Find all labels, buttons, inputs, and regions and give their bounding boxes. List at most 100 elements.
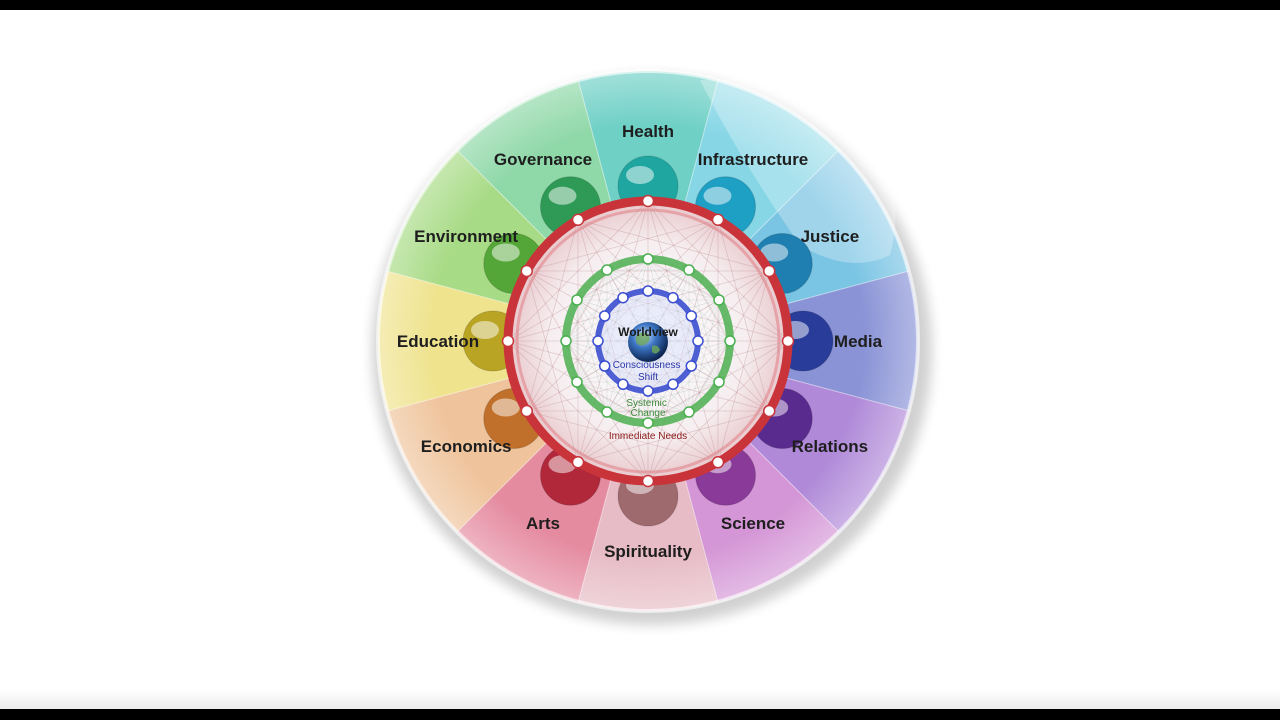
blue-ring-node [667,291,679,304]
green-ring-node [713,376,725,388]
blue-ring-node [598,310,611,322]
green-ring-node [571,376,583,388]
network-line [576,258,649,383]
green-ring-node [713,294,725,306]
network-line [576,269,690,383]
sector-label-infrastructure: Infrastructure [698,150,809,169]
bottom-letterbox-bar [0,709,1280,720]
sector-label-governance: Governance [494,150,592,169]
sector-label-health: Health [622,122,674,141]
sector-label-justice: Justice [801,227,860,246]
network-line [526,270,649,482]
network-line [576,269,608,383]
network-line [507,270,770,342]
network-line [688,269,720,383]
network-line [647,200,789,342]
network-line [647,200,770,412]
network-line [565,299,720,342]
network-line [526,219,719,272]
network-line [577,219,770,412]
network-line [507,219,719,342]
immediate-needs-label: Immediate Needs [609,431,687,442]
network-line [526,270,719,463]
green-ring-node [560,335,572,347]
blue-ring-node [642,385,654,397]
network-line [606,269,720,383]
network-line [576,299,690,413]
network-line [565,340,690,413]
immediate-needs-inner-rim [515,208,781,474]
network-line [647,258,720,301]
network-line [576,258,649,301]
network-line [647,258,690,413]
network-line [688,269,731,342]
network-line [565,258,649,342]
network-line [576,299,649,424]
network-line [688,299,720,413]
network-line [507,200,649,342]
network-line [577,200,649,463]
sector-label-environment: Environment [414,227,518,246]
network-line [507,340,719,463]
network-line [717,219,770,412]
network-line [565,340,720,383]
network-line [576,299,608,413]
network-line [507,340,770,412]
network-line [717,270,770,463]
gloss-highlight [700,78,896,263]
green-ring-node [683,406,695,418]
blue-ring-node [617,378,629,391]
network-line [606,258,649,413]
network-line [688,340,731,413]
red-ring-node [520,404,534,418]
red-ring-node [711,213,725,227]
network-line [647,270,770,482]
network-line [606,381,720,413]
blue-ring-node [685,360,698,372]
network-line [647,299,720,424]
sector-label-relations: Relations [792,437,869,456]
network-line [577,340,789,463]
orb-highlight-governance [548,186,577,205]
network-line [577,270,770,463]
orb-highlight-education [471,321,499,339]
network-line [526,410,719,463]
sector-label-education: Education [397,332,479,351]
blue-ring-node [667,378,679,391]
worldview-label: Worldview [618,325,678,339]
ring-nodes [501,194,795,488]
network-line [526,340,789,412]
sector-label-science: Science [721,514,785,533]
green-ring-node [601,406,613,418]
blue-ring-node [592,335,604,347]
network-line [647,200,719,463]
network-line [576,299,731,342]
network-line [647,258,720,383]
consciousness-shift-label: Consciousness Shift [613,360,684,383]
network-line [647,340,731,424]
orb-highlight-economics [491,398,520,417]
network-line [576,269,690,301]
network-line [507,340,649,482]
red-ring-node [762,264,776,278]
network-line [565,340,649,424]
sector-label-spirituality: Spirituality [604,542,692,561]
network-line [526,200,649,412]
red-ring-node [571,455,585,469]
blue-ring-node [617,291,629,304]
green-ring-node [601,264,613,276]
green-ring-node [642,253,654,265]
network-line [606,269,649,424]
top-letterbox-bar [0,0,1280,10]
network-line [647,269,690,424]
network-line [526,219,719,412]
green-ring-node [724,335,736,347]
blue-ring-node [692,335,704,347]
blue-ring-node [598,360,611,372]
network-line [577,219,649,482]
red-ring-node [781,334,795,348]
orb-highlight-environment [491,243,520,262]
red-ring-node [641,474,655,488]
orb-highlight-justice [760,243,789,262]
network-line [647,381,720,424]
